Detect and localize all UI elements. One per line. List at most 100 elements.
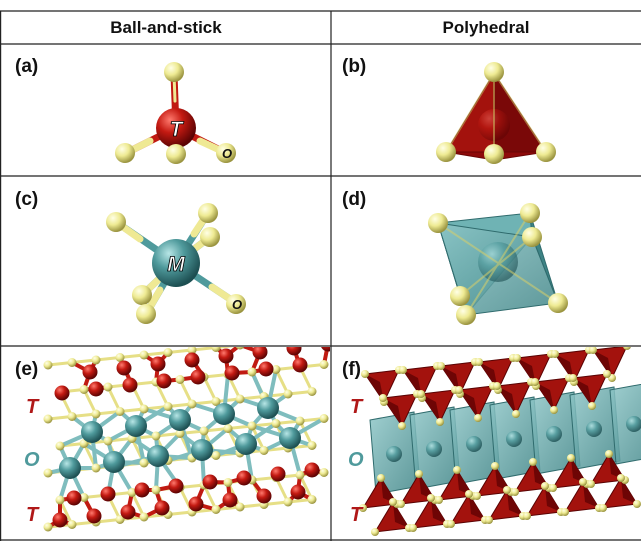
oxygen-atom: [187, 399, 197, 409]
tetrahedral-cation-atom: [88, 381, 104, 397]
oxygen-atom: [139, 512, 149, 522]
panel-d-octahedron-polyhedral: [428, 203, 568, 325]
oxygen-atom: [175, 429, 185, 438]
octahedral-cation-atom: [235, 433, 257, 455]
tetrahedral-cation-atom: [168, 478, 184, 494]
oxygen-atom: [587, 480, 595, 488]
oxygen-atom: [223, 478, 233, 487]
layer-label-O-f: O: [348, 449, 364, 471]
tetrahedral-cation-atom: [52, 512, 68, 528]
oxygen-atom: [548, 293, 568, 313]
oxygen-atom: [43, 360, 53, 370]
tetrahedral-cation-atom: [270, 466, 286, 482]
octahedral-cation-atom: [546, 426, 562, 442]
oxygen-atom: [436, 142, 456, 162]
oxygen-atom: [235, 394, 245, 404]
oxygen-atom: [493, 382, 501, 390]
panel-label-c: (c): [15, 189, 38, 210]
oxygen-atom: [295, 416, 305, 426]
tetrahedral-cation-atom: [190, 369, 206, 385]
tetrahedral-cation-atom: [304, 462, 320, 478]
oxygen-atom: [389, 498, 397, 506]
oxygen-atom: [307, 441, 317, 450]
octahedral-cation-atom: [169, 409, 191, 431]
oxygen-atom: [79, 493, 89, 502]
oxygen-atom: [450, 286, 470, 306]
oxygen-atom: [599, 504, 607, 512]
oxygen-atom: [550, 406, 558, 414]
tetrahedral-cation-atom: [82, 364, 98, 380]
oxygen-atom: [283, 389, 293, 399]
tetrahedral-cation-atom: [156, 373, 172, 389]
oxygen-atom: [361, 370, 369, 378]
oxygen-atom: [485, 516, 493, 524]
oxygen-atom: [115, 407, 125, 416]
oxygen-atom: [271, 365, 281, 374]
oxygen-atom: [166, 144, 186, 164]
atom-label-O: O: [232, 297, 242, 312]
oxygen-atom: [136, 304, 156, 324]
tetrahedral-cation-atom: [224, 365, 240, 381]
tetrahedron: [602, 477, 638, 509]
oxygen-atom: [247, 367, 257, 377]
oxygen-atom: [43, 522, 53, 532]
oxygen-atom: [91, 463, 101, 473]
octahedral-cation-atom: [125, 415, 147, 437]
oxygen-atom: [132, 285, 152, 305]
oxygen-atom: [271, 419, 281, 428]
oxygen-atom: [151, 485, 161, 495]
oxygen-atom: [579, 478, 587, 486]
oxygen-atom: [453, 466, 461, 474]
oxygen-atom: [437, 362, 445, 370]
oxygen-atom: [226, 294, 246, 314]
oxygen-atom: [67, 520, 77, 529]
panel-a-tetrahedron-ball-stick: T O: [115, 62, 236, 164]
oxygen-atom: [319, 414, 329, 423]
tetrahedral-cation-atom: [236, 470, 252, 486]
oxygen-atom: [435, 496, 443, 504]
oxygen-atom: [523, 512, 531, 520]
oxygen-atom: [200, 227, 220, 247]
oxygen-atom: [484, 62, 504, 82]
oxygen-atom: [55, 441, 65, 451]
oxygen-atom: [115, 515, 125, 524]
oxygen-atom: [139, 404, 149, 414]
oxygen-atom: [475, 358, 483, 366]
tetrahedral-cation-atom: [120, 504, 136, 520]
oxygen-atom: [115, 143, 135, 163]
tetrahedral-cation-atom: [286, 347, 302, 356]
header-ball-and-stick: Ball-and-stick: [110, 18, 222, 37]
oxygen-atom: [633, 500, 641, 508]
atom-label-O: O: [222, 146, 232, 161]
layer-label-O: O: [24, 449, 40, 471]
layer-label-T-top-f: T: [350, 396, 364, 418]
oxygen-atom: [456, 305, 476, 325]
tetrahedral-cation-atom: [292, 357, 308, 373]
tetrahedral-cation-atom: [86, 508, 102, 524]
oxygen-atom: [588, 402, 596, 410]
tetrahedral-cation-atom: [122, 377, 138, 393]
oxygen-atom: [415, 470, 423, 478]
tetrahedral-cation-atom: [66, 490, 82, 506]
oxygen-atom: [409, 524, 417, 532]
octahedral-cation-atom: [152, 239, 200, 287]
octahedral-cation-atom: [191, 439, 213, 461]
panel-label-e: (e): [15, 359, 38, 380]
oxygen-atom: [307, 387, 317, 396]
oxygen-atom: [541, 482, 549, 490]
oxygen-atom: [379, 394, 387, 402]
oxygen-atom: [511, 488, 519, 496]
oxygen-atom: [283, 497, 293, 507]
oxygen-atom: [91, 409, 101, 419]
oxygen-atom: [139, 350, 149, 360]
oxygen-atom: [465, 490, 473, 498]
oxygen-atom: [43, 468, 53, 478]
oxygen-atom: [247, 421, 257, 431]
octahedral-cation-atom: [279, 427, 301, 449]
oxygen-atom: [199, 426, 209, 436]
oxygen-atom: [536, 142, 556, 162]
oxygen-atom: [427, 494, 435, 502]
oxygen-atom: [91, 355, 101, 365]
oxygen-atom: [319, 360, 329, 369]
oxygen-atom: [617, 474, 625, 482]
